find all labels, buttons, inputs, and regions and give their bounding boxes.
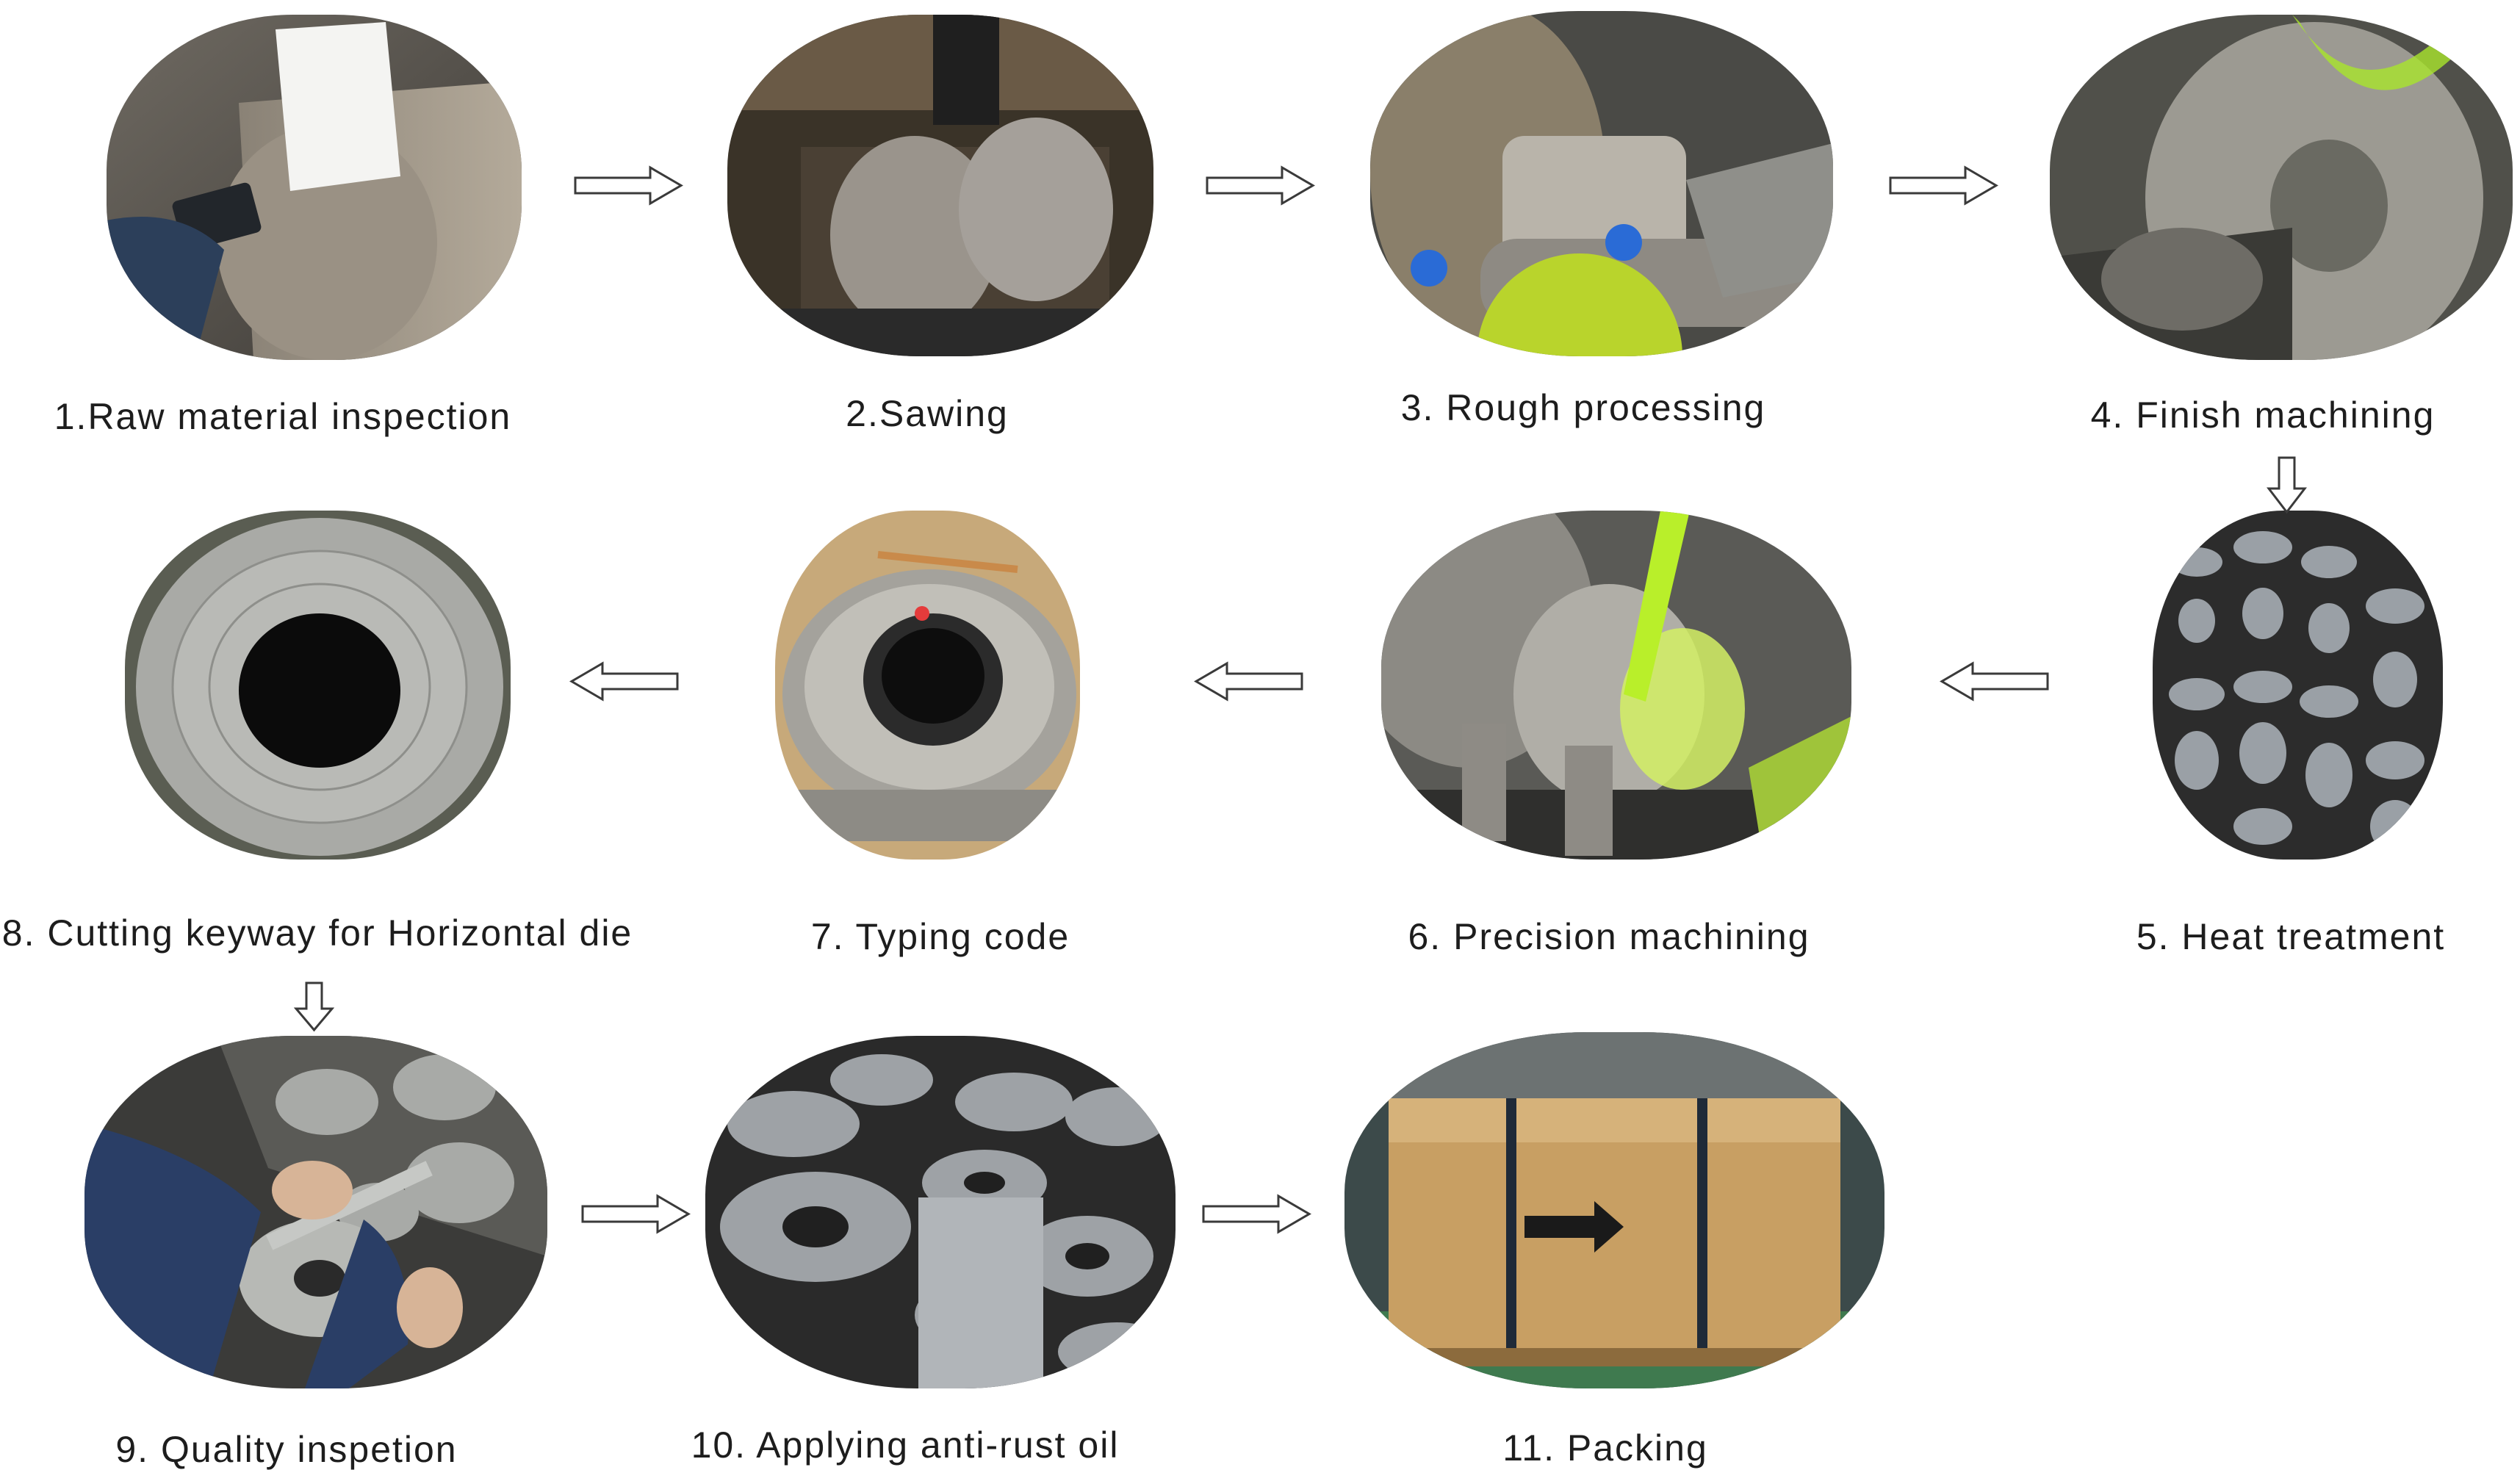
arrow-down-8-to-9: [294, 981, 334, 1032]
arrow-left-6-to-7: [1194, 661, 1304, 702]
step-3-label: 3. Rough processing: [1400, 387, 1766, 428]
step-2-photo: [727, 15, 1153, 356]
arrow-right-10-to-11: [1201, 1194, 1311, 1234]
step-10-photo: [705, 1036, 1176, 1388]
arrow-down-4-to-5: [2267, 455, 2307, 514]
arrow-right-3-to-4: [1888, 165, 1998, 206]
step-11-photo: [1344, 1032, 1884, 1388]
step-1-photo: [107, 15, 522, 360]
step-4-label: 4. Finish machining: [2090, 394, 2436, 436]
step-7-label: 7. Typing code: [810, 916, 1070, 957]
step-8-photo: [125, 511, 511, 860]
step-5-label: 5. Heat treatment: [2136, 916, 2446, 957]
step-3-photo: [1370, 11, 1833, 356]
arrow-right-1-to-2: [573, 165, 683, 206]
arrow-left-5-to-6: [1940, 661, 2050, 702]
step-2-label: 2.Sawing: [846, 393, 1009, 434]
step-11-label: 11. Packing: [1502, 1427, 1708, 1469]
step-5-photo: [2153, 511, 2443, 860]
arrow-right-2-to-3: [1205, 165, 1315, 206]
step-9-label: 9. Quality inspetion: [115, 1429, 458, 1470]
step-1-label: 1.Raw material inspection: [54, 396, 512, 437]
step-6-label: 6. Precision machining: [1408, 916, 1810, 957]
step-9-photo: [84, 1036, 547, 1388]
step-7-photo: [775, 511, 1080, 860]
step-10-label: 10. Applying anti-rust oil: [691, 1424, 1120, 1466]
step-8-label: 8. Cutting keyway for Horizontal die: [1, 912, 633, 954]
step-6-photo: [1381, 511, 1851, 860]
arrow-right-9-to-10: [580, 1194, 691, 1234]
step-4-photo: [2050, 15, 2513, 360]
arrow-left-7-to-8: [569, 661, 680, 702]
